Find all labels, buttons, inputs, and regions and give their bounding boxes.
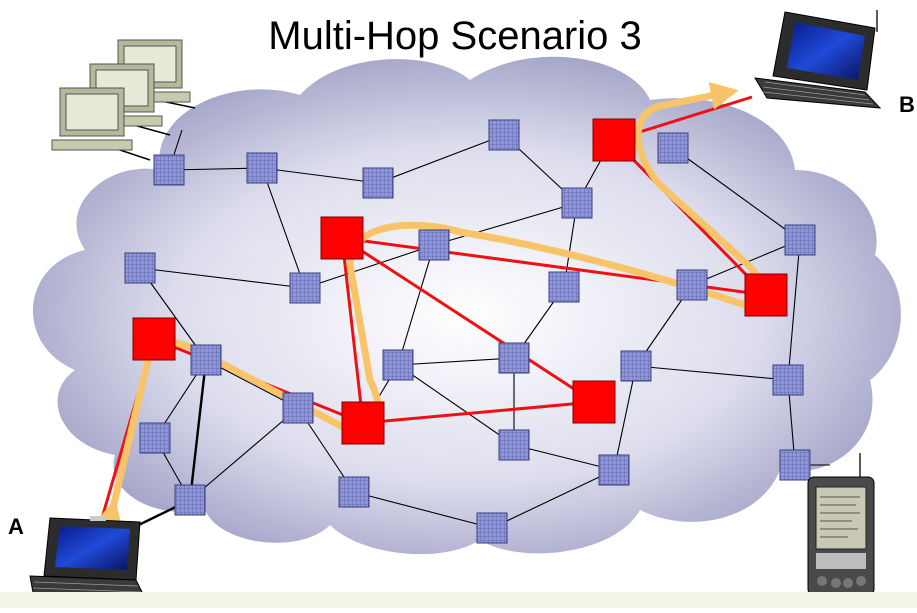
mesh-node [190, 344, 222, 376]
mesh-node [772, 364, 804, 396]
mesh-node [779, 449, 811, 481]
pda-icon [807, 453, 875, 596]
mesh-node [153, 154, 185, 186]
mesh-node [139, 422, 171, 454]
mesh-node [620, 350, 652, 382]
relay-node [572, 380, 616, 424]
mesh-node [289, 272, 321, 304]
mesh-node [561, 187, 593, 219]
mesh-node [174, 484, 206, 516]
bottom-band [0, 592, 917, 608]
mesh-node [784, 224, 816, 256]
laptop-icon [29, 516, 147, 601]
mesh-node [548, 271, 580, 303]
mesh-node [246, 152, 278, 184]
relay-node [592, 118, 636, 162]
mesh-node [598, 454, 630, 486]
endpoint-label-b: B [899, 92, 915, 117]
mesh-node [657, 132, 689, 164]
mesh-node [382, 349, 414, 381]
mesh-node [338, 476, 370, 508]
mesh-node [282, 392, 314, 424]
mesh-node [476, 512, 508, 544]
server-cluster-icon [51, 39, 196, 161]
mesh-node [488, 119, 520, 151]
relay-node [132, 317, 176, 361]
relay-node [341, 401, 385, 445]
endpoint-label-a: A [8, 514, 24, 539]
mesh-node [362, 167, 394, 199]
mesh-node [498, 342, 530, 374]
laptop-icon [754, 10, 882, 109]
mesh-node [498, 429, 530, 461]
relay-node [744, 273, 788, 317]
diagram-title: Multi-Hop Scenario 3 [268, 14, 642, 58]
relay-node [320, 216, 364, 260]
mesh-node [418, 229, 450, 261]
mesh-node [676, 269, 708, 301]
relay-nodes [132, 118, 788, 445]
mesh-nodes [124, 119, 816, 544]
mesh-node [124, 252, 156, 284]
